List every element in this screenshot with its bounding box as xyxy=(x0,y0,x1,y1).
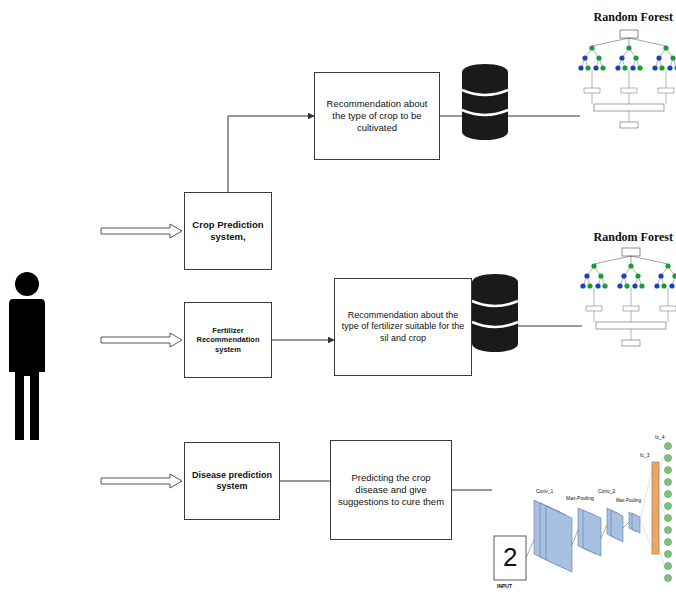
cnn-picture xyxy=(494,442,672,581)
box-text: Predicting the crop disease and give sug… xyxy=(337,472,445,508)
random-forest-picture xyxy=(578,30,676,128)
system-box: Disease prediction system xyxy=(184,442,280,520)
connector-arrow xyxy=(228,116,314,192)
box-text: Recommendation about the type of crop to… xyxy=(321,98,433,134)
layer-label: Conv_2 xyxy=(598,488,615,494)
digit-sample: 2 xyxy=(503,542,517,573)
recommendation-box: Recommendation about the type of fertili… xyxy=(334,278,472,376)
layer-label: fc_3 xyxy=(640,452,649,458)
recommendation-box: Recommendation about the type of crop to… xyxy=(314,72,440,160)
box-text: Crop Prediction system, xyxy=(191,219,265,243)
layer-label: Max-Pooling xyxy=(616,498,641,503)
input-arrow xyxy=(101,224,182,488)
model-title: Random Forest xyxy=(594,10,673,25)
connector-arrow xyxy=(280,481,330,482)
user-figure xyxy=(9,272,45,440)
layer-label: INPUT xyxy=(497,583,512,589)
box-text: Recommendation about the type of fertili… xyxy=(341,310,465,344)
system-box: Fertilizer Recommendation system xyxy=(184,302,272,378)
layer-label: Conv_1 xyxy=(536,488,553,494)
layer-label: Max-Pooling xyxy=(566,495,594,501)
layer-label: fc_4 xyxy=(655,434,664,440)
random-forest-picture xyxy=(580,248,676,346)
box-text: Fertilizer Recommendation system xyxy=(191,326,265,354)
system-box: Crop Prediction system, xyxy=(184,192,272,270)
recommendation-box: Predicting the crop disease and give sug… xyxy=(330,440,452,540)
connector-arrow xyxy=(272,340,334,341)
model-title: Random Forest xyxy=(594,230,673,245)
box-text: Disease prediction system xyxy=(191,470,273,493)
